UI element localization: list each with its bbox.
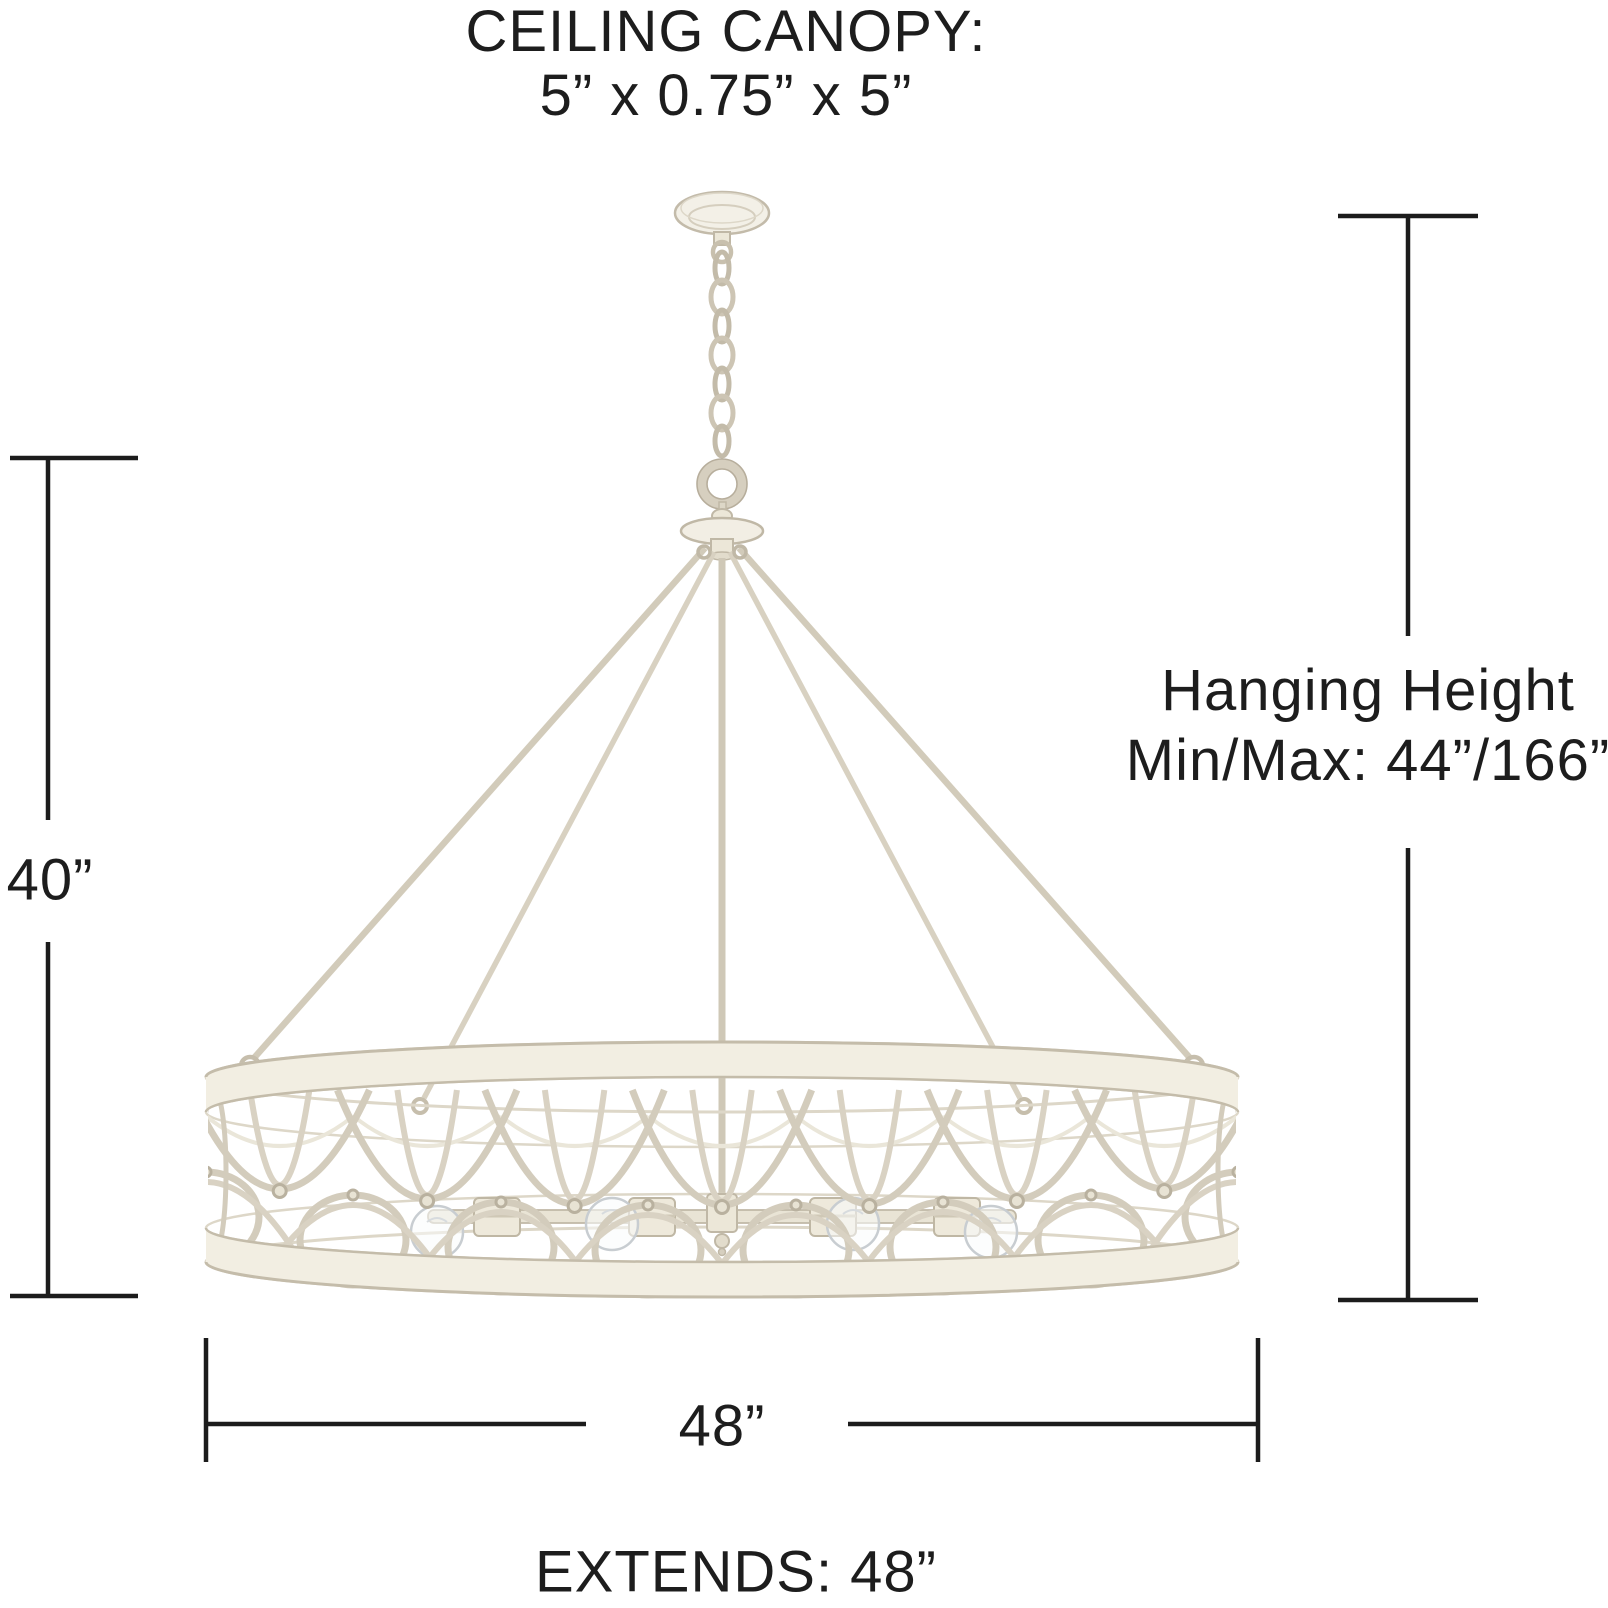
hanging-height-line1: Hanging Height: [1161, 658, 1575, 723]
ceiling-canopy: [673, 190, 771, 265]
drum-rims-front: [204, 1040, 1240, 1299]
canopy-dimensions-line2: 5” x 0.75” x 5”: [539, 63, 913, 128]
hub-finial: [714, 1233, 730, 1249]
hanging-height-line2: Min/Max: 44”/166”: [1125, 728, 1608, 793]
hanging-height-label: Hanging Height Min/Max: 44”/166”: [1126, 656, 1608, 796]
extends-label: EXTENDS: 48”: [535, 1539, 937, 1605]
fixture-height-label: 40”: [6, 847, 94, 913]
support-rods: [238, 544, 1206, 1115]
dimension-line-fixture-height: [10, 455, 138, 1299]
canopy-dimensions-line1: CEILING CANOPY:: [465, 0, 987, 64]
loop-ring: [679, 458, 765, 561]
chandelier: [204, 190, 1240, 1299]
dimension-line-hanging-height: [1338, 213, 1478, 1303]
dimension-line-width: [203, 1338, 1261, 1462]
hanging-chain: [708, 249, 736, 459]
width-label: 48”: [678, 1393, 766, 1459]
canopy-dimensions-label: CEILING CANOPY: 5” x 0.75” x 5”: [465, 0, 986, 128]
